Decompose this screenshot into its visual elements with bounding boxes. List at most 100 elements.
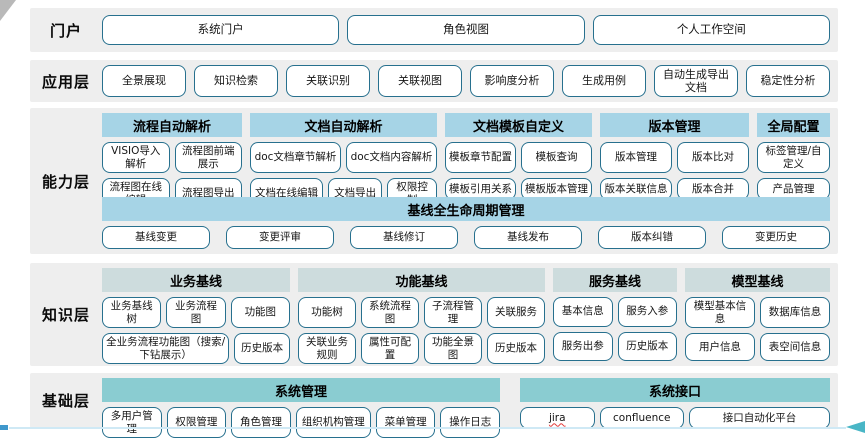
base-groups: 系统管理 多用户管理权限管理角色管理组织机构管理菜单管理操作日志 系统接口 ji… (102, 378, 830, 438)
group-header: 文档自动解析 (250, 113, 437, 137)
layer-capability-label: 能力层 (41, 172, 90, 191)
kn-group-function-baseline: 功能基线 功能树系统流程图子流程管理关联服务关联业务规则属性可配置功能全景图历史… (298, 268, 545, 365)
module-box: 流程图前端展示 (174, 142, 242, 174)
module-box: doc文档内容解析 (346, 142, 437, 173)
module-box: 版本关联信息 (600, 178, 672, 200)
bottom-line-left-cap (0, 425, 8, 430)
module-box: 变更历史 (722, 226, 830, 249)
module-box: 生成用例 (562, 64, 646, 98)
module-box: 系统流程图 (361, 297, 419, 329)
kn-group-business-baseline: 业务基线 业务基线树业务流程图功能图全业务流程功能图（搜索/下钻展示）历史版本 (102, 268, 290, 365)
module-box: 知识检索 (194, 64, 278, 98)
group-header: 全局配置 (757, 113, 830, 137)
module-box: 个人工作空间 (592, 15, 830, 45)
group-header: 文档模板自定义 (445, 113, 592, 137)
module-box: confluence (599, 407, 684, 429)
group-header: 功能基线 (298, 268, 545, 292)
module-box: 版本纠错 (598, 226, 706, 249)
banner-button-row: 基线变更变更评审基线修订基线发布版本纠错变更历史 (102, 226, 830, 249)
module-row: 模型基本信息数据库信息 (685, 297, 830, 329)
module-box: 业务流程图 (166, 297, 226, 329)
module-box: 基线变更 (102, 226, 210, 249)
module-box: 版本合并 (677, 178, 749, 200)
module-box: 模型基本信息 (685, 297, 755, 329)
group-header: 模型基线 (685, 268, 830, 292)
group-header: 系统接口 (520, 378, 830, 402)
capability-groups: 流程自动解析 VISIO导入解析流程图前端展示流程图在线编辑流程图导出 文档自动… (102, 113, 830, 210)
module-row: 模板章节配置模板查询 (445, 142, 592, 173)
group-header: 业务基线 (102, 268, 290, 292)
module-row: 用户信息表空间信息 (685, 333, 830, 361)
module-box: 业务基线树 (102, 297, 162, 329)
layer-portal-label: 门户 (49, 21, 82, 40)
bottom-decorative-line (9, 427, 846, 429)
module-box: 角色管理 (231, 407, 291, 438)
module-box: 历史版本 (487, 333, 545, 365)
module-box: 关联业务规则 (298, 333, 356, 365)
module-box: 基线发布 (474, 226, 582, 249)
module-box: 多用户管理 (102, 407, 162, 438)
group-header: 版本管理 (600, 113, 749, 137)
portal-button-row: 系统门户角色视图个人工作空间 (102, 15, 830, 45)
module-box: 全业务流程功能图（搜索/下钻展示） (102, 333, 230, 365)
application-button-row: 全景展现知识检索关联识别关联视图影响度分析生成用例自动生成导出文档稳定性分析 (102, 64, 830, 98)
module-row: 版本关联信息版本合并 (600, 178, 749, 200)
module-box: 模板查询 (521, 142, 592, 173)
module-row: 功能树系统流程图子流程管理关联服务 (298, 297, 545, 329)
slide-corner-decoration (0, 0, 16, 21)
cap-group-doc-parse: 文档自动解析 doc文档章节解析doc文档内容解析文档在线编辑文档导出权限控制 (250, 113, 437, 210)
module-box: 关联识别 (286, 64, 370, 98)
group-header: 服务基线 (553, 268, 677, 292)
module-box: 稳定性分析 (746, 64, 830, 98)
module-box: 功能全景图 (424, 333, 482, 365)
layer-base: 基础层 系统管理 多用户管理权限管理角色管理组织机构管理菜单管理操作日志 系统接… (30, 373, 838, 438)
module-box: 权限管理 (166, 407, 227, 438)
module-box: doc文档章节解析 (250, 142, 341, 173)
module-box: 功能树 (298, 297, 356, 329)
module-box: 版本比对 (677, 142, 749, 173)
module-box: 模板版本管理 (521, 178, 592, 200)
module-box: 功能图 (230, 297, 290, 329)
module-box: 子流程管理 (424, 297, 482, 329)
layer-portal: 门户 系统门户角色视图个人工作空间 (30, 8, 838, 52)
module-box: VISIO导入解析 (102, 142, 170, 174)
module-box: 标签管理/自定义 (757, 142, 830, 174)
cap-group-process-parse: 流程自动解析 VISIO导入解析流程图前端展示流程图在线编辑流程图导出 (102, 113, 242, 210)
module-box: 模板章节配置 (445, 142, 516, 173)
module-box: 数据库信息 (760, 297, 830, 329)
module-row: 模板引用关系模板版本管理 (445, 178, 592, 200)
module-box: 服务出参 (553, 331, 613, 361)
module-box: 自动生成导出文档 (654, 64, 738, 98)
module-row: 多用户管理权限管理角色管理组织机构管理菜单管理操作日志 (102, 407, 501, 438)
module-box: 版本管理 (600, 142, 672, 173)
module-box: 关联服务 (487, 297, 545, 329)
layer-knowledge: 知识层 业务基线 业务基线树业务流程图功能图全业务流程功能图（搜索/下钻展示）历… (30, 263, 838, 366)
module-box: 服务入参 (617, 297, 677, 327)
module-box: jira (520, 407, 595, 429)
left-arrow-icon (846, 421, 865, 433)
cap-group-global-config: 全局配置 标签管理/自定义产品管理 (757, 113, 830, 201)
module-box: 历史版本 (617, 331, 677, 361)
module-box: 组织机构管理 (295, 407, 371, 438)
module-box: 全景展现 (102, 64, 186, 98)
module-box: 系统门户 (102, 15, 340, 45)
layer-base-label: 基础层 (41, 392, 90, 410)
module-box: 关联视图 (378, 64, 462, 98)
banner-header: 基线全生命周期管理 (102, 197, 830, 221)
kn-group-service-baseline: 服务基线 基本信息服务入参服务出参历史版本 (553, 268, 677, 361)
layer-application-label: 应用层 (41, 72, 90, 91)
module-row: VISIO导入解析流程图前端展示 (102, 142, 242, 174)
module-box: 用户信息 (685, 333, 755, 361)
layer-capability: 能力层 流程自动解析 VISIO导入解析流程图前端展示流程图在线编辑流程图导出 … (30, 108, 838, 254)
group-header: 系统管理 (102, 378, 500, 402)
module-row: 业务基线树业务流程图功能图 (102, 297, 290, 329)
architecture-diagram: 门户 系统门户角色视图个人工作空间 应用层 全景展现知识检索关联识别关联视图影响… (30, 8, 838, 438)
module-box: 模板引用关系 (445, 178, 516, 200)
module-box: 基线修订 (350, 226, 458, 249)
module-row: 流程图在线编辑流程图导出 (102, 178, 242, 210)
module-box: 接口自动化平台 (688, 407, 830, 429)
module-box: 操作日志 (440, 407, 501, 438)
